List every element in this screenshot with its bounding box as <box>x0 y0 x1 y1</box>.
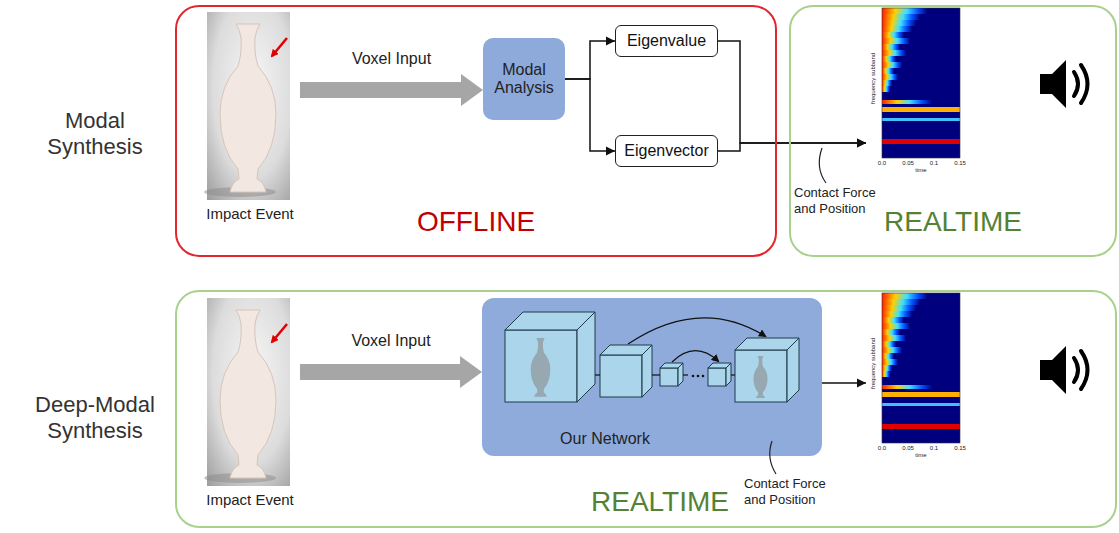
offline-region: OFFLINEImpact EventModal AnalysisEigenva… <box>175 5 777 257</box>
input-note: Contact Force and Position <box>744 476 836 507</box>
connector <box>565 79 615 156</box>
axis-title: time <box>911 452 931 459</box>
axis-title: frequency subband <box>870 323 877 403</box>
tick-label: 0.1 <box>927 160 941 167</box>
dot <box>702 375 705 378</box>
voxel-vase <box>531 338 551 397</box>
row-title: Deep-Modal Synthesis <box>25 392 165 445</box>
image-caption: Impact Event <box>200 491 300 508</box>
output-box: Eigenvector <box>615 135 718 167</box>
cube-face <box>600 345 652 355</box>
arrowhead <box>857 139 866 148</box>
tick-label: 0.15 <box>952 445 968 452</box>
input-note: Contact Force and Position <box>794 185 886 216</box>
cube-face <box>600 355 642 397</box>
leader-line <box>770 441 776 474</box>
connector-line <box>718 41 866 143</box>
cube-face <box>577 312 595 402</box>
spectrogram: frequency subband 0.0 0.05 0.1 0.15 time <box>866 291 970 463</box>
cube-face <box>708 363 731 368</box>
box-text: Eigenvector <box>624 142 709 160</box>
cube-face <box>708 368 726 386</box>
realtime-region: REALTIME Impact Event Our Network frequency… <box>175 290 1117 528</box>
connector-line <box>565 41 615 79</box>
block-arrow <box>300 356 482 388</box>
connector <box>718 139 866 152</box>
stage-title: REALTIME <box>560 486 760 518</box>
connector <box>565 37 615 80</box>
connector-line <box>565 79 615 151</box>
cube-face <box>726 363 731 386</box>
layer-link <box>652 374 660 375</box>
arrowhead <box>606 147 615 156</box>
realtime-region: REALTIMEfrequency subband0.00.050.10.15t… <box>789 5 1117 257</box>
row-title: Modal Synthesis <box>25 108 165 161</box>
edge-label: Voxel Input <box>331 332 451 350</box>
tick-label: 0.0 <box>875 445 889 452</box>
tick-label: 0.0 <box>875 160 889 167</box>
leader-line <box>819 148 826 183</box>
block-arrow-shape <box>300 356 482 388</box>
layer-link <box>595 374 600 375</box>
voxel-vase <box>754 356 768 398</box>
process-box: Modal Analysis <box>483 38 565 120</box>
dot <box>697 375 700 378</box>
block-arrow <box>300 74 483 106</box>
tick-label: 0.15 <box>952 160 968 167</box>
impact-event-image: Impact Event <box>200 12 300 224</box>
cube-face <box>642 345 652 397</box>
layer-link <box>731 374 735 375</box>
cube-face <box>660 363 683 368</box>
cube-face <box>660 368 678 386</box>
connector <box>718 41 866 148</box>
spectrogram-plot <box>882 8 960 158</box>
arrowhead <box>857 139 866 148</box>
network-cubes <box>505 312 799 402</box>
ellipsis-dots <box>692 375 705 378</box>
edge-label: Voxel Input <box>332 50 452 68</box>
axis-title: time <box>911 167 931 174</box>
spectrogram-plot <box>882 293 960 443</box>
axis-title: frequency subband <box>870 38 877 118</box>
impact-event-image: Impact Event <box>200 298 300 510</box>
connector <box>822 379 866 388</box>
output-box: Eigenvalue <box>615 25 718 57</box>
cube-face <box>735 338 799 350</box>
network-title: Our Network <box>540 430 670 448</box>
arrowhead <box>857 379 866 388</box>
speaker-icon <box>1040 346 1088 394</box>
spectrogram: frequency subband 0.0 0.05 0.1 0.15 time <box>866 6 970 178</box>
vase-photo <box>204 12 290 200</box>
cube-face <box>505 330 577 402</box>
skip-connection <box>672 351 718 362</box>
block-arrow-shape <box>300 74 483 106</box>
network-box: Our Network <box>482 298 822 456</box>
tick-label: 0.05 <box>900 445 916 452</box>
cube-face <box>678 363 683 386</box>
cube-face <box>505 312 595 330</box>
network-links <box>595 318 765 375</box>
image-caption: Impact Event <box>200 205 300 222</box>
connector-line <box>718 143 866 151</box>
arrowhead <box>606 37 615 46</box>
box-text: Eigenvalue <box>627 32 706 50</box>
layer-link <box>683 374 688 375</box>
box-text: Modal Analysis <box>487 61 561 98</box>
speaker-icon <box>1040 60 1088 108</box>
dot <box>692 375 695 378</box>
cube-face <box>735 350 787 402</box>
skip-connection <box>628 318 765 344</box>
tick-label: 0.1 <box>927 445 941 452</box>
tick-label: 0.05 <box>900 160 916 167</box>
vase-photo <box>204 298 290 486</box>
cube-face <box>787 338 799 402</box>
